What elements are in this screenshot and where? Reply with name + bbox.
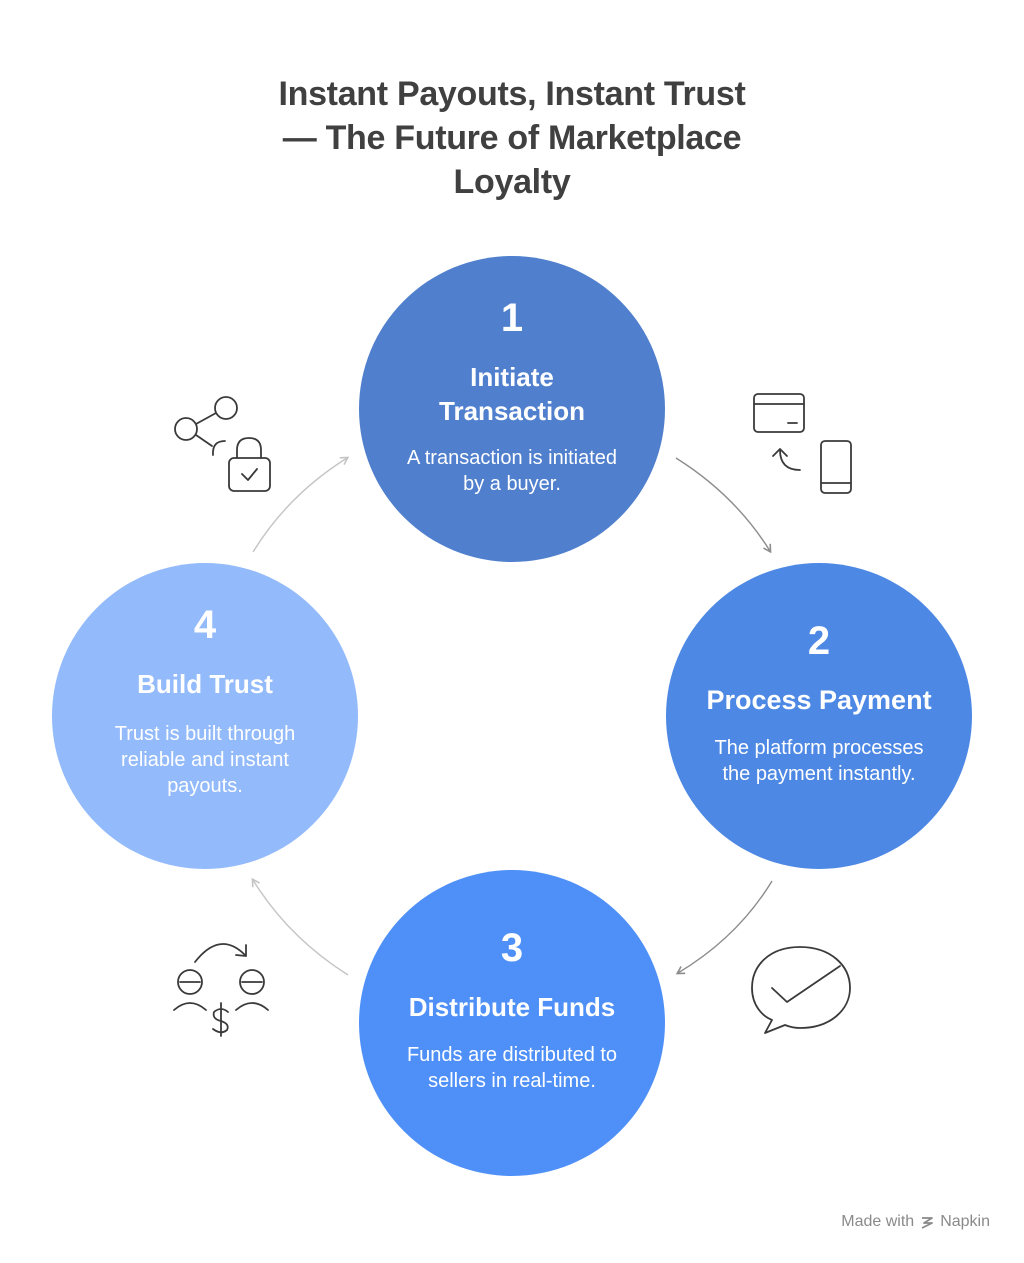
step-description: A transaction is initiated by a buyer. [395, 445, 629, 497]
step-description-line: The platform processes [714, 737, 924, 759]
diagram-title: Instant Payouts, Instant Trust — The Fut… [212, 72, 812, 204]
step-heading-line: Initiate [470, 362, 554, 392]
step-number: 3 [500, 926, 524, 970]
title-line-3: Loyalty [453, 163, 571, 201]
step-2-circle: 2 Process Payment The platform processes… [666, 563, 972, 869]
card-to-phone-icon [753, 393, 852, 494]
step-heading: Distribute Funds [408, 992, 616, 1022]
made-with-napkin-credit[interactable]: Made with Napkin [841, 1213, 990, 1231]
napkin-logo-icon [921, 1217, 934, 1229]
step-number: 4 [193, 603, 217, 647]
made-with-label: Made with [841, 1213, 915, 1230]
step-description: Trust is built through reliable and inst… [92, 721, 318, 799]
step-3-circle: 3 Distribute Funds Funds are distributed… [359, 870, 665, 1176]
step-heading: Build Trust [137, 669, 273, 699]
step-description-line: Funds are distributed to [406, 1044, 618, 1066]
step-description-line: payouts. [167, 775, 243, 797]
arrow-3-to-4 [251, 877, 349, 976]
step-description: Funds are distributed to sellers in real… [395, 1042, 629, 1094]
arrow-2-to-3 [675, 880, 773, 975]
check-chat-bubble-icon [751, 946, 851, 1034]
step-description-line: sellers in real-time. [428, 1070, 596, 1092]
step-number: 1 [500, 296, 524, 340]
step-description-line: by a buyer. [463, 473, 561, 495]
step-heading: Initiate Transaction [379, 360, 645, 428]
step-1-circle: 1 Initiate Transaction A transaction is … [359, 256, 665, 562]
title-line-1: Instant Payouts, Instant Trust [278, 75, 746, 113]
napkin-brand-label: Napkin [940, 1213, 990, 1230]
title-line-2: — The Future of Marketplace [282, 119, 742, 157]
step-description: The platform processes the payment insta… [696, 735, 942, 787]
share-lock-icon [174, 396, 271, 492]
step-number: 2 [807, 619, 831, 663]
step-4-circle: 4 Build Trust Trust is built through rel… [52, 563, 358, 869]
arrow-4-to-1 [252, 456, 350, 553]
step-heading: Process Payment [706, 685, 932, 715]
money-exchange-icon [173, 943, 269, 1037]
arrow-1-to-2 [675, 457, 772, 554]
step-description-line: A transaction is initiated [406, 447, 618, 469]
step-description-line: the payment instantly. [722, 763, 916, 785]
step-description-line: reliable and instant [121, 749, 289, 771]
step-heading-line: Transaction [439, 396, 585, 426]
step-description-line: Trust is built through [114, 723, 296, 745]
